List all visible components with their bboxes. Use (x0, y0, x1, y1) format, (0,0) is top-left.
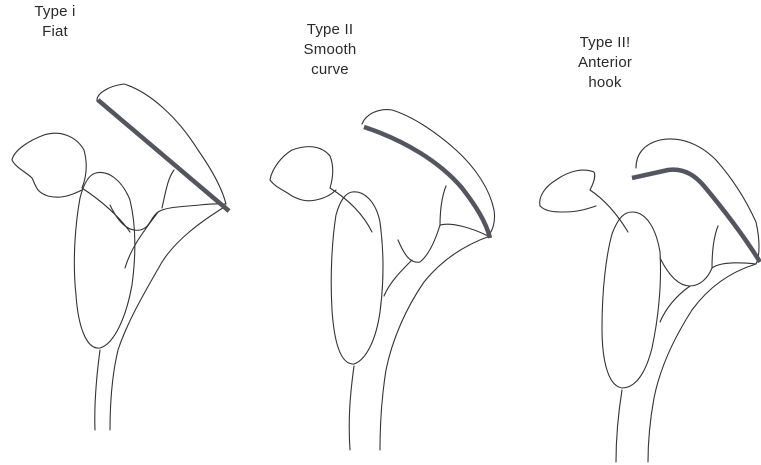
type-1-coracoid (12, 133, 130, 232)
type-2-curved-acromion-line (364, 127, 490, 238)
type-2-coracoid (270, 147, 372, 232)
type-3-medial-border (616, 390, 622, 462)
type-3-coracoid (540, 170, 628, 232)
type-1-lateral-border (110, 206, 226, 430)
type-1-scapular-neck (125, 212, 158, 268)
type-2-acromion-underside (440, 186, 446, 226)
type-2-lateral-border (380, 236, 490, 450)
type-3-glenoid (602, 212, 661, 388)
type-1-glenoid (74, 172, 134, 348)
type-1-acromion (97, 84, 226, 230)
type-3-acromion (636, 139, 759, 286)
type-1-scapula (12, 84, 229, 430)
type-3-lateral-border (648, 264, 756, 462)
type-2-scapular-neck (384, 260, 412, 296)
type-3-scapular-neck (660, 286, 690, 322)
type-2-scapula (270, 110, 495, 450)
type-1-medial-border (95, 350, 100, 430)
type-2-glenoid (331, 192, 383, 364)
type-3-acromion-underside (712, 226, 718, 268)
type-1-acromion-underside (162, 170, 174, 208)
type-3-hooked-acromion-line (632, 170, 760, 262)
type-3-scapula (540, 139, 760, 462)
type-2-medial-border (349, 366, 354, 450)
type-1-flat-acromion-line (98, 100, 229, 211)
